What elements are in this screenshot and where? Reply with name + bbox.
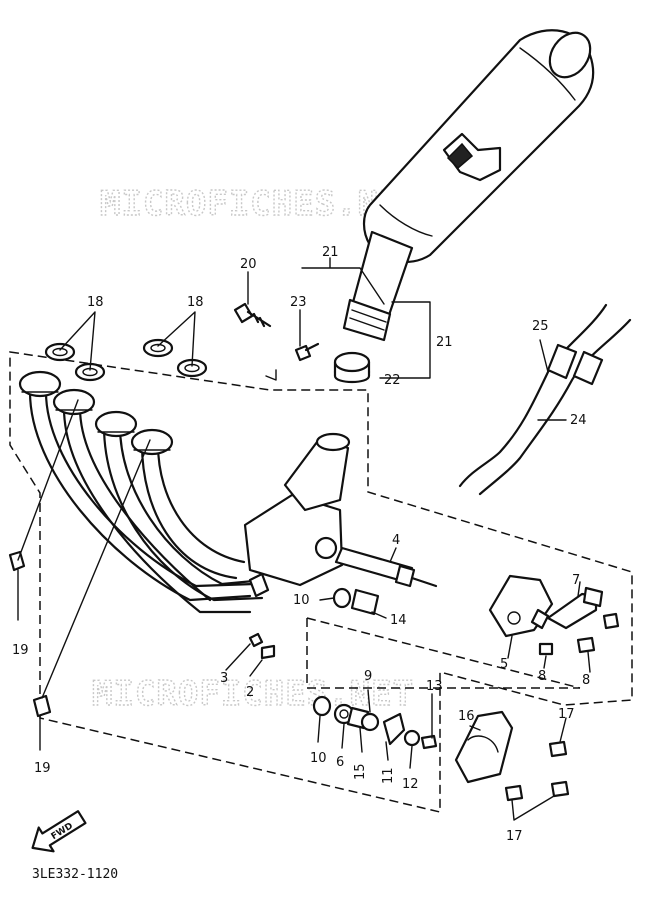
callout-11: 11 <box>381 767 396 784</box>
bushing-10 <box>332 587 352 609</box>
callout-21-right: 21 <box>436 335 453 350</box>
callout-10-lower: 10 <box>310 751 327 766</box>
plugs-19 <box>8 550 52 718</box>
bracket-7 <box>546 586 604 630</box>
callout-24: 24 <box>570 413 587 428</box>
callout-17-upper: 17 <box>558 707 575 722</box>
exhaust-header-pipes <box>18 370 351 614</box>
callout-23: 23 <box>290 295 307 310</box>
callout-18-left: 18 <box>87 295 104 310</box>
seal-14 <box>350 588 380 616</box>
callout-2: 2 <box>246 685 254 700</box>
callout-14: 14 <box>390 613 407 628</box>
lower-small-parts <box>312 695 438 750</box>
diagram-code: 3LE332-1120 <box>32 867 118 882</box>
group-outline-headers <box>9 351 633 813</box>
callout-3: 3 <box>220 671 228 686</box>
bolts-8 <box>538 612 620 656</box>
callout-10-upper: 10 <box>293 593 310 608</box>
callout-20: 20 <box>240 257 257 272</box>
clamp-bolt-23 <box>294 342 320 362</box>
callout-16: 16 <box>458 709 475 724</box>
muffler-assembly <box>342 29 595 342</box>
callout-6: 6 <box>336 755 344 770</box>
bolts-2-3 <box>248 632 276 660</box>
callout-17-lower: 17 <box>506 829 523 844</box>
leader-lines <box>17 257 591 821</box>
callout-15: 15 <box>353 763 368 780</box>
watermark-bottom: MICROFICHES.NET <box>92 674 414 714</box>
callout-18-right: 18 <box>187 295 204 310</box>
callout-8-left: 8 <box>538 669 546 684</box>
callout-12: 12 <box>402 777 419 792</box>
callout-21-top: 21 <box>322 245 339 260</box>
callout-25: 25 <box>532 319 549 334</box>
callout-4: 4 <box>392 533 400 548</box>
gaskets-18 <box>44 338 208 382</box>
throttle-cables-24-25 <box>458 303 632 496</box>
callout-13: 13 <box>426 679 443 694</box>
callout-5: 5 <box>500 657 508 672</box>
gasket-22 <box>333 351 371 384</box>
forward-arrow-icon: FWD <box>31 810 87 853</box>
callout-19-lower: 19 <box>34 761 51 776</box>
callout-7: 7 <box>572 573 580 588</box>
bolt-20 <box>233 302 272 328</box>
callout-9: 9 <box>364 669 372 684</box>
callout-labels: 18 18 20 21 21 23 22 25 24 4 10 14 7 5 8… <box>12 245 590 844</box>
callout-22: 22 <box>384 373 401 388</box>
valve-shaft-4 <box>334 546 438 588</box>
valve-pulley-5 <box>488 574 554 638</box>
callout-19-upper: 19 <box>12 643 29 658</box>
callout-8-right: 8 <box>582 673 590 688</box>
pulley-cover-16 <box>454 710 514 784</box>
screws-17 <box>504 740 570 802</box>
